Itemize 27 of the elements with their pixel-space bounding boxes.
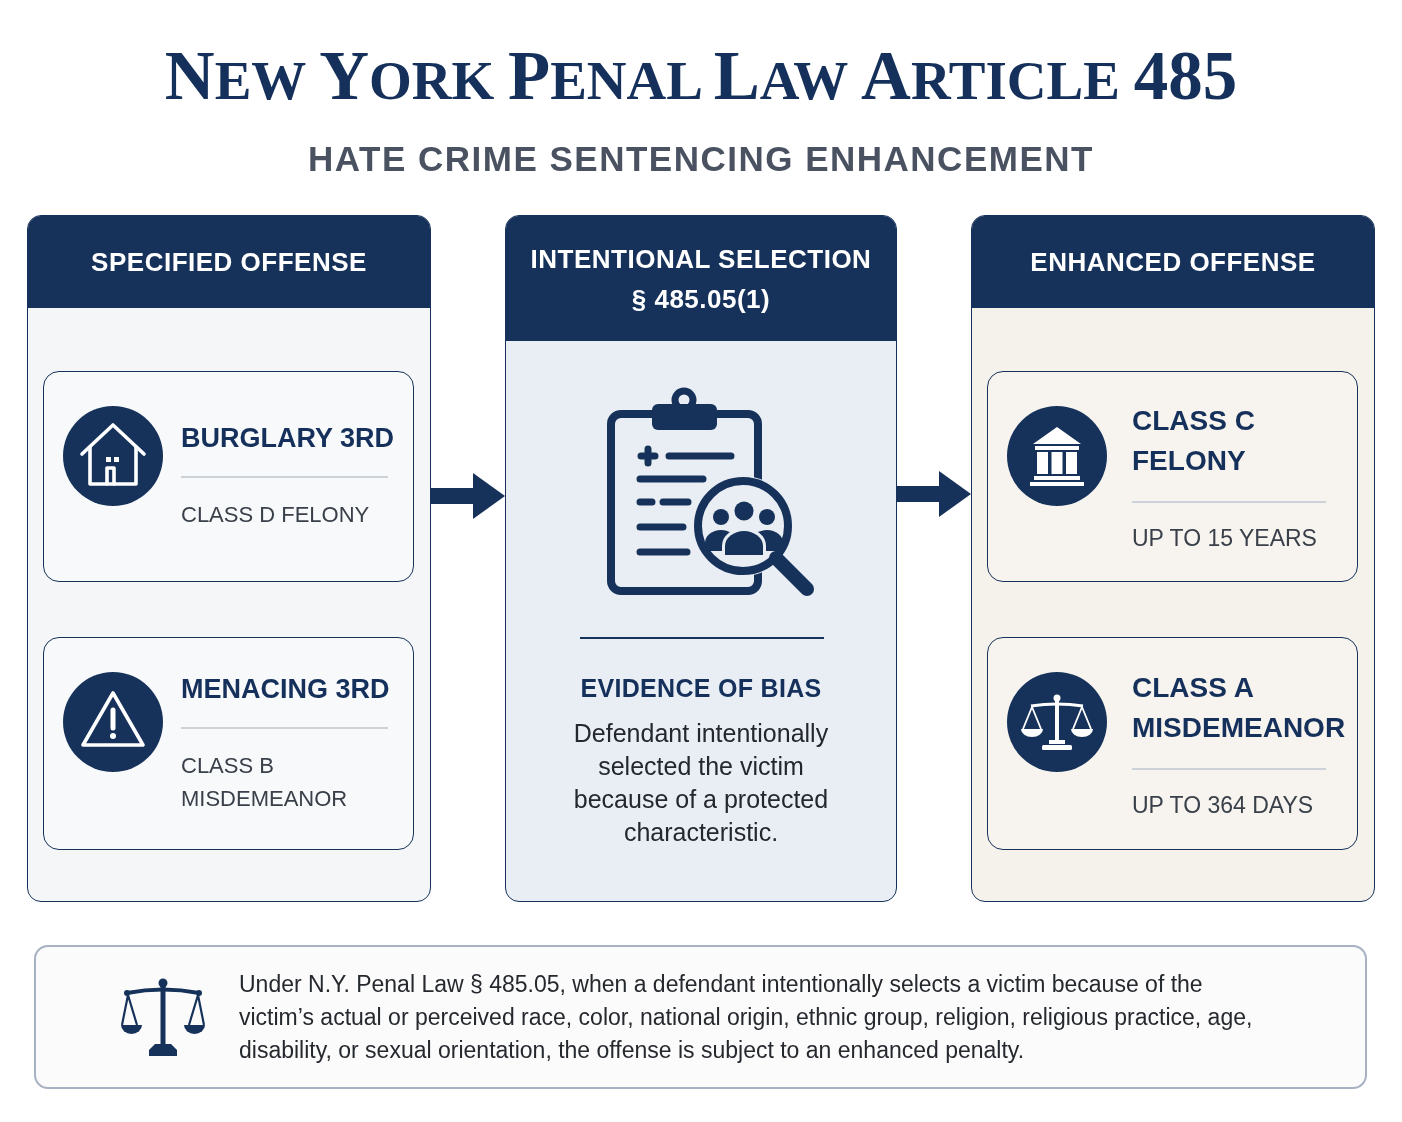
section-heading: EVIDENCE OF BIAS [580, 673, 822, 704]
card-subtitle: CLASS D FELONY [181, 501, 371, 529]
column-panel [27, 215, 431, 902]
description-text: Defendant intentionally selected the victim because of a protected characteristic. [572, 718, 830, 848]
column-panel [971, 215, 1375, 902]
column-panel [505, 215, 897, 902]
card-title: CLASS A MISDEMEANOR [1132, 670, 1347, 745]
note-box [34, 945, 1367, 1089]
header-title: SPECIFIED OFFENSE [91, 246, 367, 279]
offense-card [43, 637, 414, 850]
header-title: INTENTIONAL SELECTION [530, 242, 872, 276]
arrow [897, 471, 971, 517]
card-subtitle: UP TO 15 YEARS [1132, 523, 1318, 553]
offense-card [987, 637, 1358, 850]
arrow [431, 473, 505, 519]
header-title: ENHANCED OFFENSE [1030, 246, 1316, 279]
card-title: BURGLARY 3RD [181, 422, 396, 454]
offense-card [987, 371, 1358, 582]
card-subtitle: CLASS B MISDEMEANOR [181, 751, 349, 813]
card-title: MENACING 3RD [181, 672, 391, 705]
subtitle: HATE CRIME SENTENCING ENHANCEMENT [308, 139, 1094, 179]
header-title: § 485.05(1) [631, 282, 771, 316]
card-subtitle: UP TO 364 DAYS [1132, 790, 1315, 820]
title: NEW YORK PENAL LAW ARTICLE 485 [164, 37, 1238, 116]
card-title: CLASS C FELONY [1132, 403, 1256, 478]
offense-card [43, 371, 414, 582]
note-text: Under N.Y. Penal Law § 485.05, when a defendant intentionally selects a victim because of the victim’s actual or perceived race, color, national origin, ethnic group, religion, religious practice, age, disability, or sexual orientation, the offense is subject to an enhanced penalty. [239, 969, 1254, 1065]
